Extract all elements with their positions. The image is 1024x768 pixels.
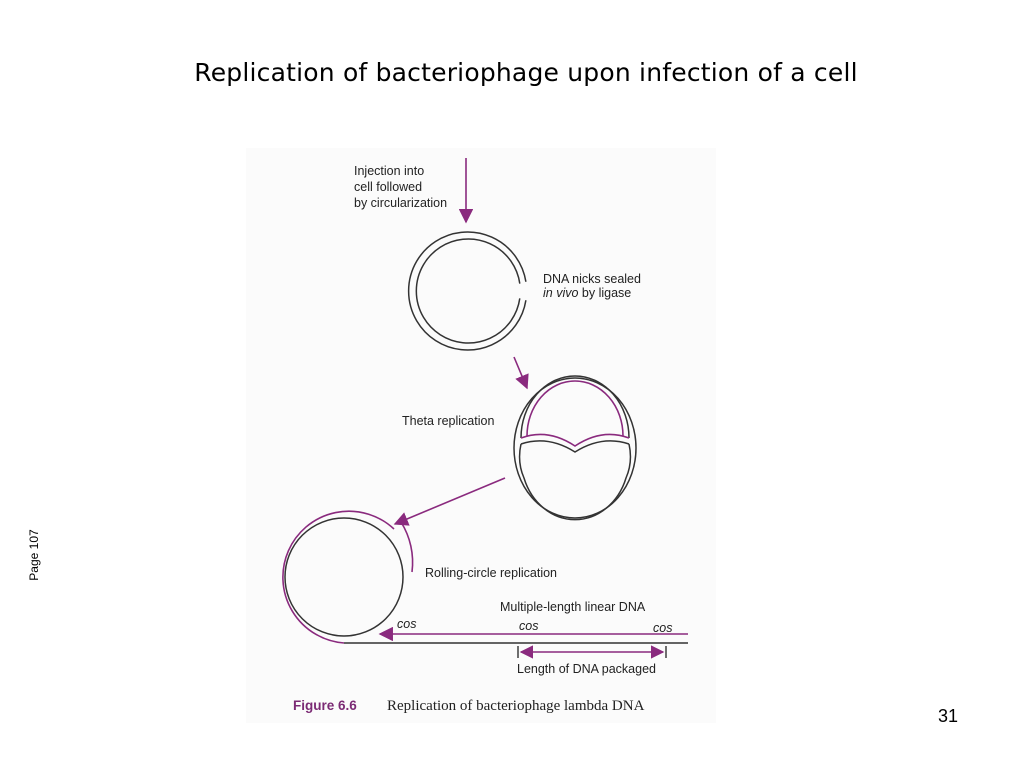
label-cos-3: cos — [653, 621, 672, 635]
slide-number: 31 — [938, 706, 959, 726]
rolling-circle-structure — [282, 510, 688, 644]
packaged-length-bracket — [517, 645, 667, 659]
circular-dna — [407, 231, 527, 351]
label-injection-line2: cell followed — [354, 180, 422, 194]
slide-title: Replication of bacteriophage upon infect… — [194, 58, 858, 87]
label-injection-line3: by circularization — [354, 196, 447, 210]
label-multiple-length-linear: Multiple-length linear DNA — [500, 600, 646, 614]
label-ligase: by ligase — [578, 286, 631, 300]
arrow-to-theta — [513, 356, 529, 390]
caption-text: Replication of bacteriophage lambda DNA — [387, 698, 645, 714]
label-rolling-circle: Rolling-circle replication — [425, 566, 557, 580]
label-theta-replication: Theta replication — [402, 414, 494, 428]
caption-figure-label: Figure 6.6 — [293, 698, 357, 713]
arrow-to-rolling-circle — [393, 477, 506, 526]
label-in-vivo: in vivo — [543, 286, 578, 300]
label-injection-line1: Injection into — [354, 164, 424, 178]
label-nicks-by-ligase: in vivo by ligase — [543, 286, 631, 300]
label-cos-1: cos — [397, 617, 416, 631]
theta-structure — [513, 375, 637, 521]
figure-background — [246, 148, 716, 723]
label-nicks-sealed: DNA nicks sealed — [543, 272, 641, 286]
label-length-packaged: Length of DNA packaged — [517, 662, 656, 676]
label-cos-2: cos — [519, 619, 538, 633]
